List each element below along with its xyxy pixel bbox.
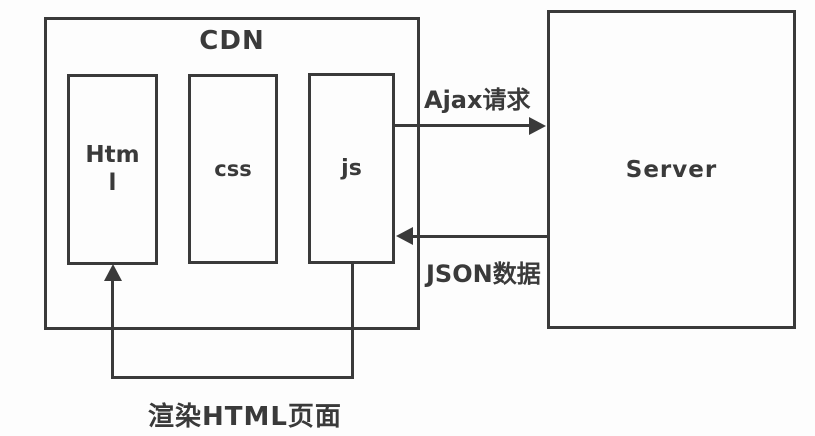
- ajax-arrowhead-right-icon: [529, 117, 546, 135]
- json-arrow-label: JSON数据: [426, 260, 541, 288]
- html-node-label-line2: l: [108, 169, 117, 196]
- css-node-label: css: [214, 157, 252, 181]
- render-loop-line-up: [111, 281, 114, 379]
- html-node-label-line1: Htm: [85, 141, 140, 168]
- json-arrowhead-left-icon: [396, 227, 413, 245]
- cdn-title: CDN: [199, 26, 265, 56]
- render-arrowhead-up-icon: [104, 264, 122, 281]
- ajax-arrow-line: [395, 124, 531, 127]
- css-node: css: [188, 74, 278, 264]
- ajax-arrow-label: Ajax请求: [424, 86, 531, 114]
- js-node: js: [308, 73, 395, 264]
- server-node: Server: [547, 10, 796, 329]
- html-node: Htm l: [67, 74, 158, 265]
- js-node-label: js: [341, 156, 362, 181]
- render-loop-line-horizontal: [111, 376, 354, 379]
- render-loop-label: 渲染HTML页面: [148, 402, 342, 432]
- json-arrow-line: [412, 235, 547, 238]
- server-node-label: Server: [625, 156, 718, 183]
- render-loop-line-down: [351, 264, 354, 379]
